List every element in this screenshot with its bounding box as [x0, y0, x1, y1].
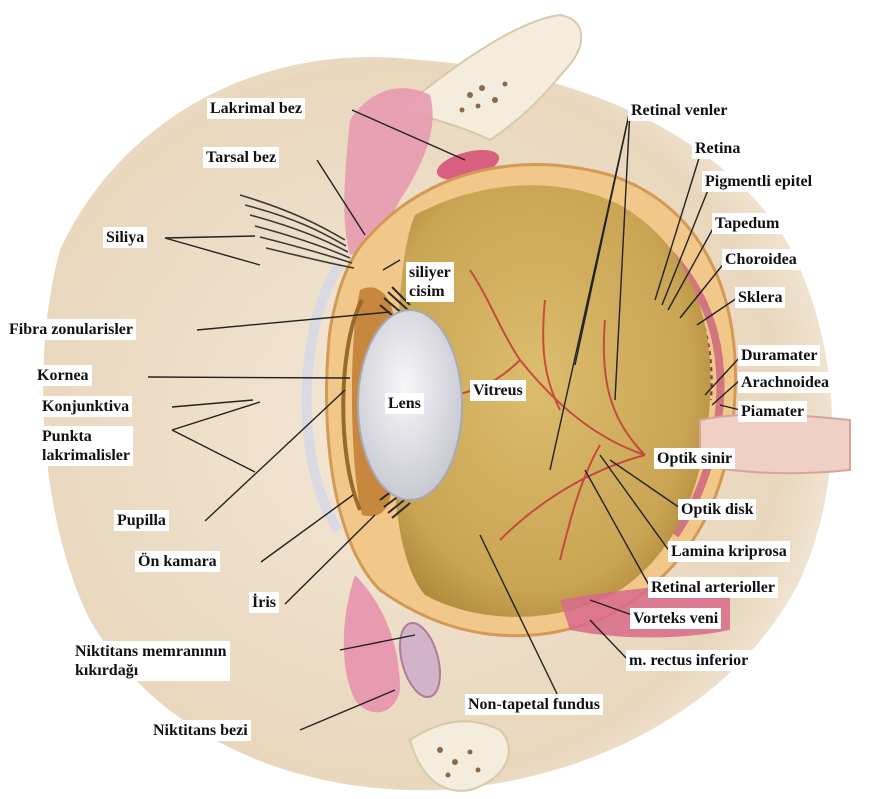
label-optik-sinir: Optik sinir: [654, 448, 735, 469]
label-iris: İris: [249, 592, 279, 613]
label-tarsal-bez: Tarsal bez: [203, 147, 279, 168]
label-duramater: Duramater: [738, 345, 820, 366]
label-pigmentli-epitel: Pigmentli epitel: [702, 171, 815, 192]
label-retinal-venler: Retinal venler: [628, 100, 730, 121]
label-vitreus: Vitreus: [470, 380, 526, 401]
label-piamater: Piamater: [738, 401, 807, 422]
label-niktitans-line1: Niktitans memranının: [75, 642, 227, 661]
label-lakrimal-bez: Lakrimal bez: [207, 98, 305, 119]
label-punkta-lakrimalisler: Punkta lakrimalisler: [39, 426, 133, 466]
label-optik-disk: Optik disk: [678, 499, 756, 520]
label-kornea: Kornea: [34, 365, 92, 386]
label-vorteks-veni: Vorteks veni: [630, 608, 721, 629]
label-tapedum: Tapedum: [712, 213, 782, 234]
label-fibra-zonularisler: Fibra zonularisler: [6, 319, 136, 340]
label-niktitans-line2: kıkırdağı: [75, 661, 227, 680]
label-retina: Retina: [692, 138, 743, 159]
label-siliyer-cisim-line2: cisim: [409, 282, 451, 301]
label-lamina-kriprosa: Lamina kriprosa: [668, 541, 790, 562]
label-non-tapetal-fundus: Non-tapetal fundus: [465, 694, 603, 715]
label-punkta-line1: Punkta: [42, 427, 130, 446]
label-arachnoidea: Arachnoidea: [738, 372, 832, 393]
label-pupilla: Pupilla: [114, 510, 169, 531]
label-siliyer-cisim: siliyer cisim: [406, 262, 454, 302]
label-niktitans-memranin: Niktitans memranının kıkırdağı: [72, 641, 230, 681]
label-rectus-inferior: m. rectus inferior: [626, 650, 751, 671]
label-retinal-arterioller: Retinal arterioller: [648, 577, 778, 598]
label-on-kamara: Ön kamara: [135, 551, 220, 572]
label-punkta-line2: lakrimalisler: [42, 446, 130, 465]
label-lens: Lens: [385, 393, 424, 414]
label-niktitans-bezi: Niktitans bezi: [150, 720, 251, 741]
label-siliyer-cisim-line1: siliyer: [409, 263, 451, 282]
label-siliya: Siliya: [103, 227, 147, 248]
label-konjunktiva: Konjunktiva: [39, 396, 132, 417]
label-choroidea: Choroidea: [722, 249, 800, 270]
label-sklera: Sklera: [735, 287, 785, 308]
